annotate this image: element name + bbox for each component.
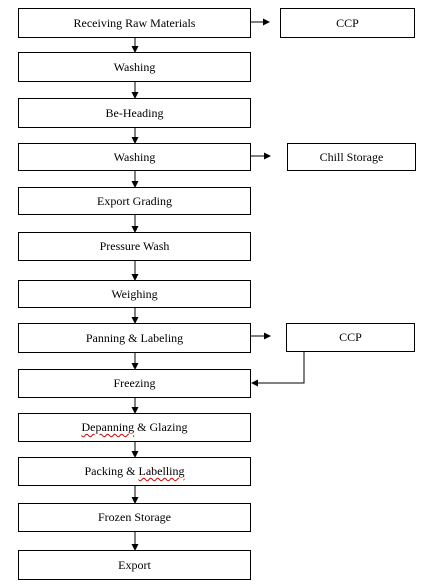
side-box-label: CCP xyxy=(339,330,362,344)
step-export: Export xyxy=(18,550,251,580)
step-label-part: Depanning xyxy=(81,420,135,434)
step-label: Washing xyxy=(113,149,156,164)
step-label: Freezing xyxy=(113,376,156,390)
side-box-chill-storage: Chill Storage xyxy=(287,143,416,171)
step-pressure-wash: Pressure Wash xyxy=(18,232,251,261)
step-freezing: Freezing xyxy=(18,369,251,398)
step-label: Frozen Storage xyxy=(98,510,171,524)
step-export-grading: Export Grading xyxy=(18,187,251,215)
step-receiving-raw-materials: Receiving Raw Materials xyxy=(18,8,251,38)
step-weighing: Weighing xyxy=(18,280,251,308)
arrow-ccp-to-freezing xyxy=(251,352,305,387)
step-label-part: Packing & xyxy=(84,464,139,478)
step-packing-labelling: Packing & Labelling xyxy=(18,457,251,486)
side-box-ccp-bottom: CCP xyxy=(286,323,415,352)
step-label: Receiving Raw Materials xyxy=(73,15,196,30)
step-label: Export xyxy=(118,557,151,572)
step-label-part: & Glazing xyxy=(134,420,188,434)
side-box-ccp-top: CCP xyxy=(280,8,415,38)
step-frozen-storage: Frozen Storage xyxy=(18,503,251,532)
step-panning-labeling: Panning & Labeling xyxy=(18,323,251,353)
side-box-label: CCP xyxy=(336,15,359,30)
side-box-label: Chill Storage xyxy=(319,149,384,164)
step-label: Panning & Labeling xyxy=(85,330,184,345)
step-label-part: Labelling xyxy=(138,464,185,478)
step-label: Be-Heading xyxy=(105,105,164,120)
step-label: Export Grading xyxy=(97,193,172,208)
step-label: Washing xyxy=(113,59,156,74)
step-washing-second: Washing xyxy=(18,143,251,171)
step-label: Pressure Wash xyxy=(99,239,170,253)
step-washing-first: Washing xyxy=(18,52,251,82)
step-depanning-glazing: Depanning & Glazing xyxy=(18,413,251,442)
step-label: Weighing xyxy=(111,286,158,301)
step-be-heading: Be-Heading xyxy=(18,98,251,128)
